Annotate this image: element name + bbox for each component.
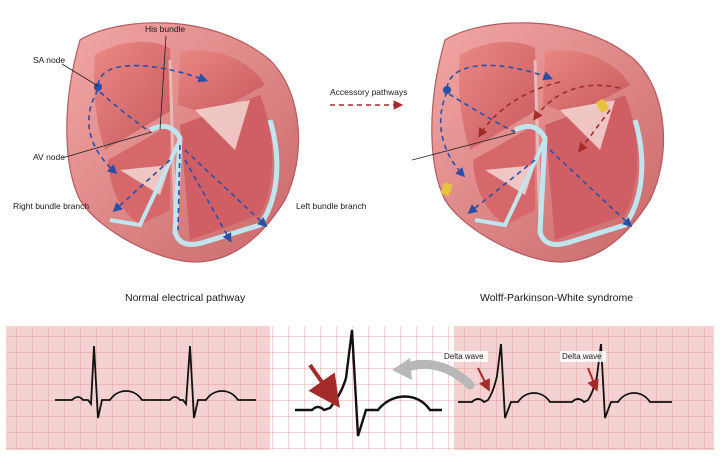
delta-wave-label-2: Delta wave [562, 352, 602, 361]
ecg-strip: Delta wave Delta wave [6, 326, 714, 450]
delta-arrow-2 [587, 367, 599, 392]
ecg-wpw-trace [458, 343, 672, 419]
right-bundle-branch-label: Right bundle branch [13, 201, 89, 211]
wpw-heart [430, 21, 666, 264]
delta-wave-label-1: Delta wave [444, 352, 484, 361]
caption-normal: Normal electrical pathway [125, 292, 246, 304]
ecg-normal-trace [55, 345, 256, 419]
accessory-pathways-label: Accessory pathways [330, 87, 407, 97]
his-bundle-label: His bundle [145, 24, 185, 34]
delta-arrow-1 [477, 367, 490, 392]
delta-arrow-large [308, 363, 340, 408]
normal-heart [65, 21, 301, 264]
av-node-label: AV node [33, 152, 65, 162]
left-bundle-branch-label: Left bundle branch [296, 201, 367, 211]
sa-node-label: SA node [33, 55, 65, 65]
caption-wpw: Wolff-Parkinson-White syndrome [480, 292, 633, 304]
